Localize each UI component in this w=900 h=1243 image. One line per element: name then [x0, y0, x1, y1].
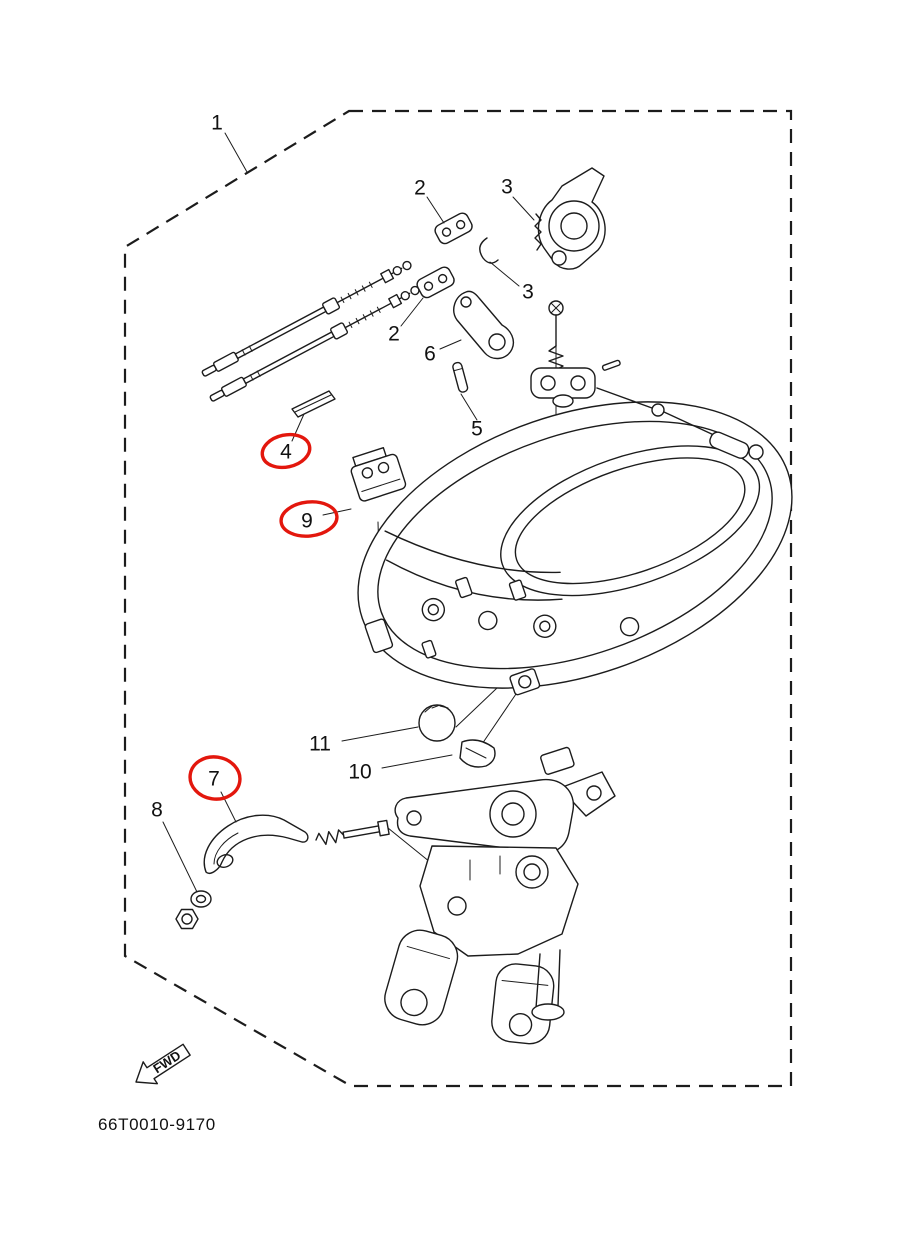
dowel-pin-part-5	[452, 361, 469, 393]
screw-and-spring	[548, 300, 564, 371]
callout-9: 9	[301, 510, 313, 533]
fwd-arrow: FWD	[135, 1043, 191, 1085]
washer-and-nut-part-8	[175, 890, 212, 930]
callout-11: 11	[309, 733, 331, 756]
part-code-label: 66T0010-9170	[98, 1115, 216, 1134]
cable-clamp-upper-part-2	[434, 212, 473, 245]
callout-1: 1	[211, 112, 223, 135]
grommet-cap-part-11	[418, 704, 456, 742]
throttle-cable-upper	[201, 260, 412, 377]
diagram-boundary	[123, 109, 793, 1088]
callout-4: 4	[280, 441, 292, 464]
callout-3-upper: 3	[501, 176, 513, 199]
throttle-cam-part-3	[534, 167, 606, 270]
annotation-circle-7	[188, 755, 242, 801]
clamp-bracket-assembly	[384, 746, 616, 1045]
callout-2-lower: 2	[388, 323, 400, 346]
wedge-cap-part-10	[459, 739, 496, 768]
lever-bracket-part-6	[453, 290, 515, 360]
callout-6: 6	[424, 343, 436, 366]
annotation-circle-4	[260, 432, 312, 470]
bolt-and-spring	[315, 819, 390, 846]
callout-10: 10	[348, 761, 371, 784]
throttle-cable-lower	[209, 285, 420, 402]
callout-3-lower: 3	[522, 281, 534, 304]
shim-plate-part-4	[291, 390, 336, 418]
callout-2-upper: 2	[414, 177, 426, 200]
callout-8: 8	[151, 799, 163, 822]
bottom-cowling	[357, 401, 793, 696]
damper-block-part-9	[350, 446, 407, 502]
leader-lines	[162, 132, 535, 893]
link-bracket	[530, 367, 596, 408]
link-rod	[596, 359, 764, 460]
annotation-circle-9	[279, 500, 339, 538]
callout-7: 7	[208, 768, 220, 791]
cable-clamp-lower-part-2	[416, 266, 455, 299]
cam-spring-hook-part-3	[479, 237, 499, 264]
red-annotations	[188, 432, 339, 801]
anchor-bracket-part-7	[203, 814, 309, 874]
callout-5: 5	[471, 418, 483, 441]
